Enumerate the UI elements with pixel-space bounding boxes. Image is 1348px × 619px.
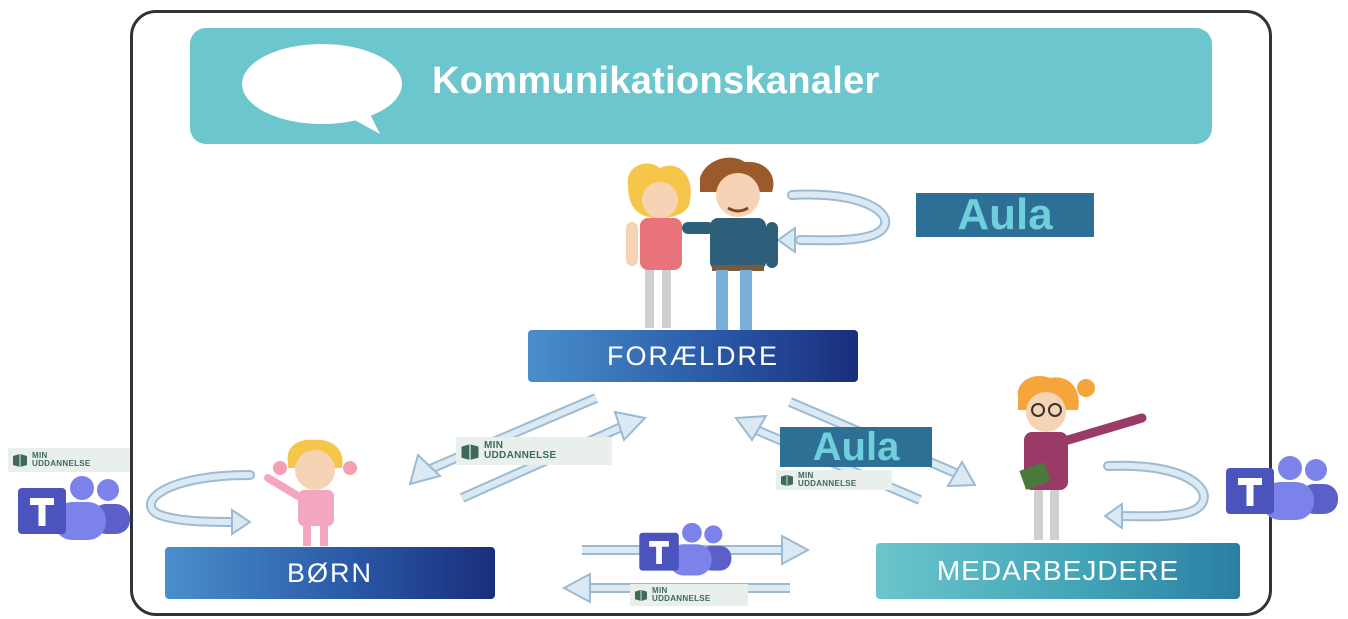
- diagram-frame: [130, 10, 1272, 616]
- book-icon: [635, 589, 647, 601]
- book-icon: [461, 443, 479, 460]
- curved-arrow-parents-inner: [789, 191, 889, 244]
- child-illustration: [264, 439, 357, 546]
- node-foraeldre: FORÆLDRE: [528, 330, 858, 382]
- teams-icon-staff: [1226, 456, 1338, 520]
- staff-illustration: [1017, 376, 1147, 540]
- book-icon: [781, 474, 793, 486]
- arrowhead-parents: [776, 226, 796, 254]
- page-title: Kommunikationskanaler: [432, 60, 880, 102]
- aula-logo-parents-staff: Aula: [780, 425, 932, 469]
- arrowhead-children: [231, 508, 252, 536]
- teams-icon-children-staff: [639, 522, 732, 576]
- aula-logo-parents: Aula: [916, 190, 1094, 239]
- teams-icon-children: [18, 476, 130, 540]
- book-icon: [13, 454, 27, 467]
- speech-bubble-icon: [242, 44, 402, 134]
- arrowhead-staff: [1103, 502, 1123, 530]
- node-born: BØRN: [165, 547, 495, 599]
- parents-illustration: [626, 157, 778, 330]
- node-medarbejdere: MEDARBEJDERE: [876, 543, 1240, 599]
